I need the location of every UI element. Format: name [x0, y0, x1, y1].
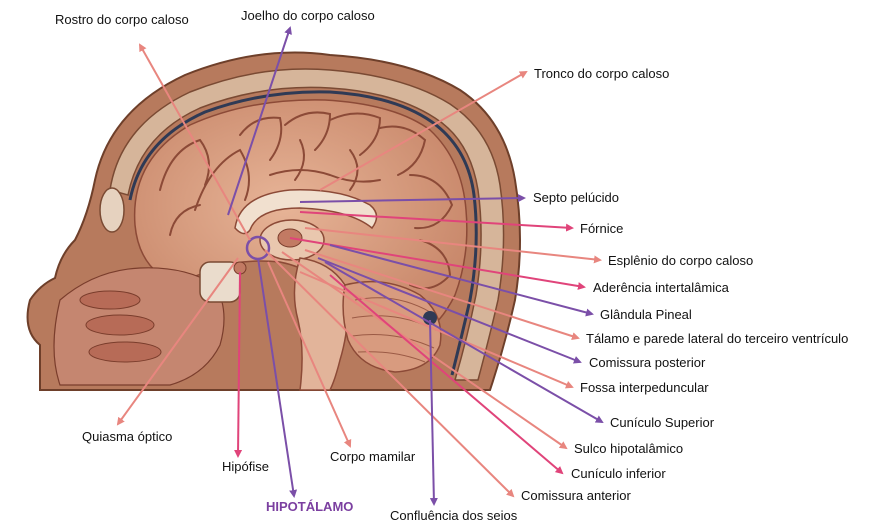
- label-comissura-anterior: Comissura anterior: [521, 488, 631, 503]
- frontal-sinus: [100, 188, 124, 232]
- label-coliculo-superior: Cunículo Superior: [610, 415, 715, 430]
- label-comissura-posterior: Comissura posterior: [589, 355, 706, 370]
- label-sulco: Sulco hipotalâmico: [574, 441, 683, 456]
- label-fornice: Fórnice: [580, 221, 623, 236]
- label-rostro: Rostro do corpo caloso: [55, 12, 189, 27]
- label-quiasma: Quiasma óptico: [82, 429, 172, 444]
- label-fossa: Fossa interpeduncular: [580, 380, 709, 395]
- label-hipotalamo: HIPOTÁLAMO: [266, 499, 353, 514]
- label-aderencia: Aderência intertalâmica: [593, 280, 730, 295]
- label-confluencia: Confluência dos seios: [390, 508, 518, 523]
- label-pineal: Glândula Pineal: [600, 307, 692, 322]
- label-septo: Septo pelúcido: [533, 190, 619, 205]
- label-joelho: Joelho do corpo caloso: [241, 8, 375, 23]
- label-esplenio: Esplênio do corpo caloso: [608, 253, 753, 268]
- label-mamilar: Corpo mamilar: [330, 449, 416, 464]
- label-talamo: Tálamo e parede lateral do terceiro vent…: [586, 331, 848, 346]
- label-coliculo-inferior: Cunículo inferior: [571, 466, 666, 481]
- label-hipofise: Hipófise: [222, 459, 269, 474]
- label-tronco: Tronco do corpo caloso: [534, 66, 669, 81]
